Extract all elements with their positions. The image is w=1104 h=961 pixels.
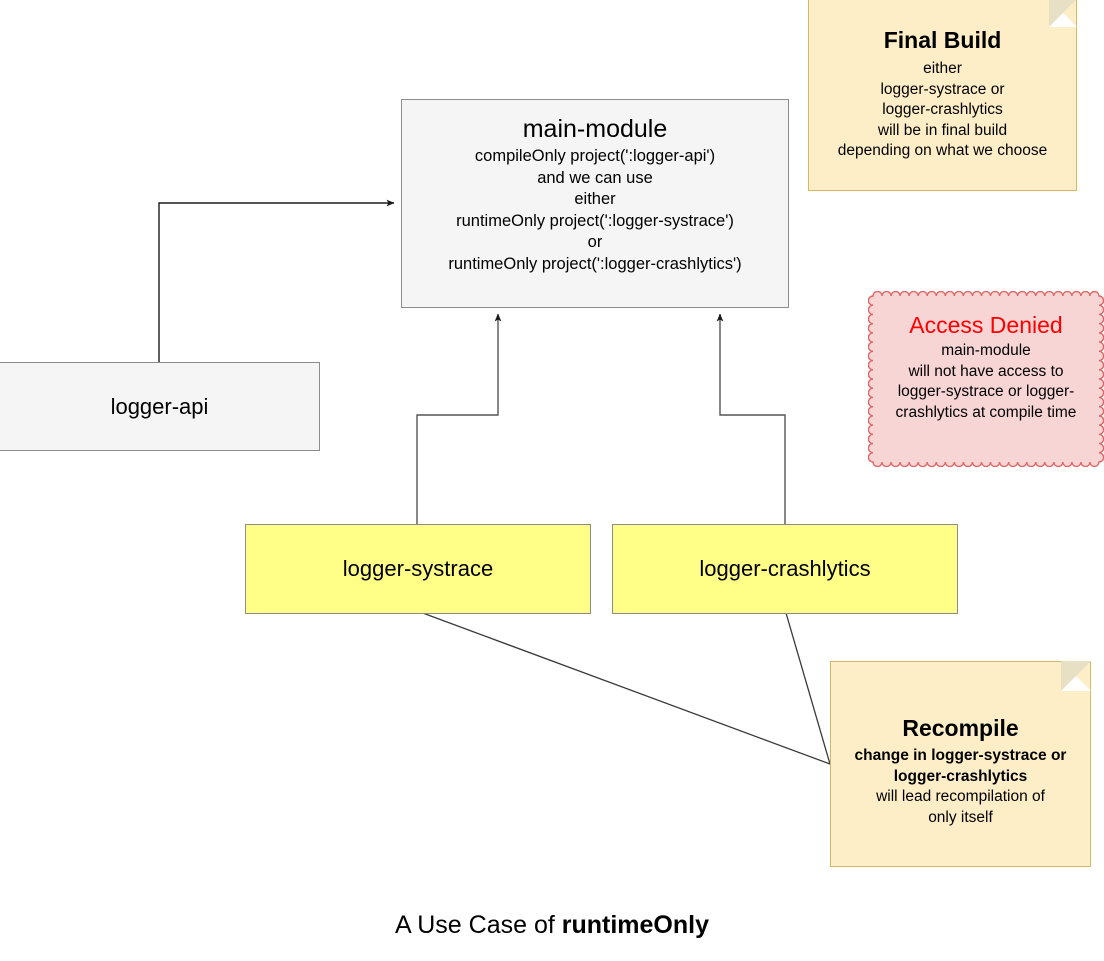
- scalloped-cloud-shape-icon: [868, 291, 1104, 467]
- node-logger-api[interactable]: logger-api: [0, 362, 320, 451]
- note-final-build-title: Final Build: [883, 27, 1002, 53]
- logger-api-title: logger-api: [110, 393, 209, 419]
- note-access-denied-line-4: crashlytics at compile time: [895, 403, 1077, 421]
- note-final-build-line-5: depending on what we choose: [837, 142, 1048, 159]
- node-main-module[interactable]: main-module compileOnly project(':logger…: [401, 99, 789, 308]
- main-module-title: main-module: [522, 115, 668, 143]
- main-module-line-3: either: [574, 190, 616, 208]
- main-module-line-2: and we can use: [537, 168, 653, 187]
- note-recompile-line-4: only itself: [928, 808, 993, 826]
- logger-crashlytics-title: logger-crashlytics: [699, 556, 871, 581]
- note-final-build[interactable]: Final Build either logger-systrace or lo…: [808, 0, 1077, 191]
- note-recompile-line-3: will lead recompilation of: [876, 788, 1045, 805]
- note-recompile-line-2: logger-crashlytics: [893, 767, 1028, 785]
- edge-logger-crashlytics-to-recompile-note: [785, 612, 831, 765]
- main-module-line-1: compileOnly project(':logger-api'): [474, 147, 716, 165]
- main-module-line-6: runtimeOnly project(':logger-crashlytics…: [448, 254, 742, 273]
- note-folded-corner-icon: [1049, 0, 1077, 27]
- main-module-line-4: runtimeOnly project(':logger-systrace'): [456, 211, 734, 230]
- node-logger-systrace[interactable]: logger-systrace: [245, 524, 591, 614]
- caption-emphasis: runtimeOnly: [561, 911, 709, 939]
- note-recompile[interactable]: Recompile change in logger-systrace or l…: [830, 661, 1091, 867]
- note-recompile-line-1: change in logger-systrace or: [854, 747, 1067, 764]
- caption-prefix: A Use Case of: [395, 911, 562, 939]
- note-folded-corner-icon: [1061, 661, 1091, 691]
- note-access-denied-line-2: will not have access to: [908, 362, 1064, 380]
- logger-systrace-title: logger-systrace: [342, 556, 494, 581]
- note-access-denied-title: Access Denied: [909, 312, 1063, 338]
- note-final-build-line-3: logger-crashlytics: [882, 101, 1003, 118]
- note-recompile-title: Recompile: [902, 715, 1019, 741]
- node-logger-crashlytics[interactable]: logger-crashlytics: [612, 524, 958, 614]
- note-final-build-line-4: will be in final build: [877, 121, 1008, 139]
- note-access-denied-line-1: main-module: [941, 342, 1031, 359]
- edge-logger-systrace-to-recompile-note: [419, 611, 831, 765]
- edge-logger-api-to-main-module: [158, 199, 395, 362]
- main-module-line-5: or: [587, 233, 603, 251]
- edge-logger-crashlytics-to-main-module: [716, 313, 786, 524]
- note-access-denied-line-3: logger-systrace or logger-: [897, 383, 1075, 400]
- note-final-build-line-1: either: [923, 60, 962, 77]
- note-access-denied[interactable]: Access Denied main-module will not have …: [868, 291, 1104, 467]
- diagram-caption: A Use Case of runtimeOnly: [0, 908, 1104, 942]
- edge-logger-systrace-to-main-module: [416, 313, 502, 524]
- note-final-build-line-2: logger-systrace or: [880, 80, 1005, 98]
